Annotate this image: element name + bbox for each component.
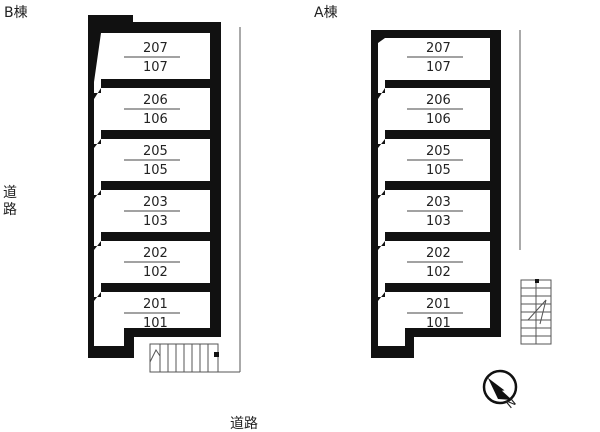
unit-number-upper: 207 <box>143 41 168 56</box>
unit-number-lower: 101 <box>143 316 168 331</box>
unit-a-207: 207 107 <box>407 41 463 75</box>
building-b-stairs <box>149 343 219 373</box>
building-a-label: A棟 <box>314 5 338 21</box>
building-b-walls <box>88 15 221 358</box>
unit-number-lower: 103 <box>426 214 451 229</box>
building-a-units: 207 107 206 106 205 105 203 103 202 102 … <box>407 41 463 331</box>
unit-number-upper: 203 <box>426 195 451 210</box>
unit-a-203: 203 103 <box>407 195 463 229</box>
compass-north-icon: N <box>482 369 519 411</box>
building-b-label: B棟 <box>4 5 28 21</box>
building-b <box>88 15 221 358</box>
unit-number-upper: 206 <box>143 93 168 108</box>
unit-number-upper: 203 <box>143 195 168 210</box>
stair-break-mark <box>149 349 161 363</box>
unit-number-upper: 207 <box>426 41 451 56</box>
unit-number-lower: 101 <box>426 316 451 331</box>
a-stair-marker <box>535 279 539 283</box>
unit-number-upper: 206 <box>426 93 451 108</box>
unit-a-201: 201 101 <box>407 297 463 331</box>
unit-number-lower: 103 <box>143 214 168 229</box>
building-a-stairs <box>520 279 552 345</box>
unit-number-lower: 106 <box>426 112 451 127</box>
unit-number-lower: 105 <box>143 163 168 178</box>
unit-number-upper: 201 <box>426 297 451 312</box>
unit-number-lower: 106 <box>143 112 168 127</box>
b-marker-square <box>214 352 219 357</box>
unit-number-upper: 205 <box>426 144 451 159</box>
unit-number-lower: 105 <box>426 163 451 178</box>
unit-b-206: 206 106 <box>124 93 180 127</box>
unit-b-201: 201 101 <box>124 297 180 331</box>
unit-b-202: 202 102 <box>124 246 180 280</box>
road-left-char-2: 路 <box>3 202 17 218</box>
unit-number-upper: 205 <box>143 144 168 159</box>
a-marker-square <box>408 343 413 348</box>
unit-number-upper: 202 <box>143 246 168 261</box>
unit-b-207: 207 107 <box>124 41 180 75</box>
building-b-units: 207 107 206 106 205 105 203 103 202 102 … <box>124 41 180 331</box>
unit-a-202: 202 102 <box>407 246 463 280</box>
stair-break-mark <box>527 299 547 325</box>
unit-number-upper: 201 <box>143 297 168 312</box>
unit-number-lower: 107 <box>426 60 451 75</box>
unit-number-upper: 202 <box>426 246 451 261</box>
unit-number-lower: 107 <box>143 60 168 75</box>
unit-number-lower: 102 <box>426 265 451 280</box>
road-left-char-1: 道 <box>3 185 17 201</box>
unit-a-206: 206 106 <box>407 93 463 127</box>
unit-a-205: 205 105 <box>407 144 463 178</box>
unit-b-203: 203 103 <box>124 195 180 229</box>
road-bottom-label: 道路 <box>230 416 258 432</box>
unit-b-205: 205 105 <box>124 144 180 178</box>
unit-number-lower: 102 <box>143 265 168 280</box>
